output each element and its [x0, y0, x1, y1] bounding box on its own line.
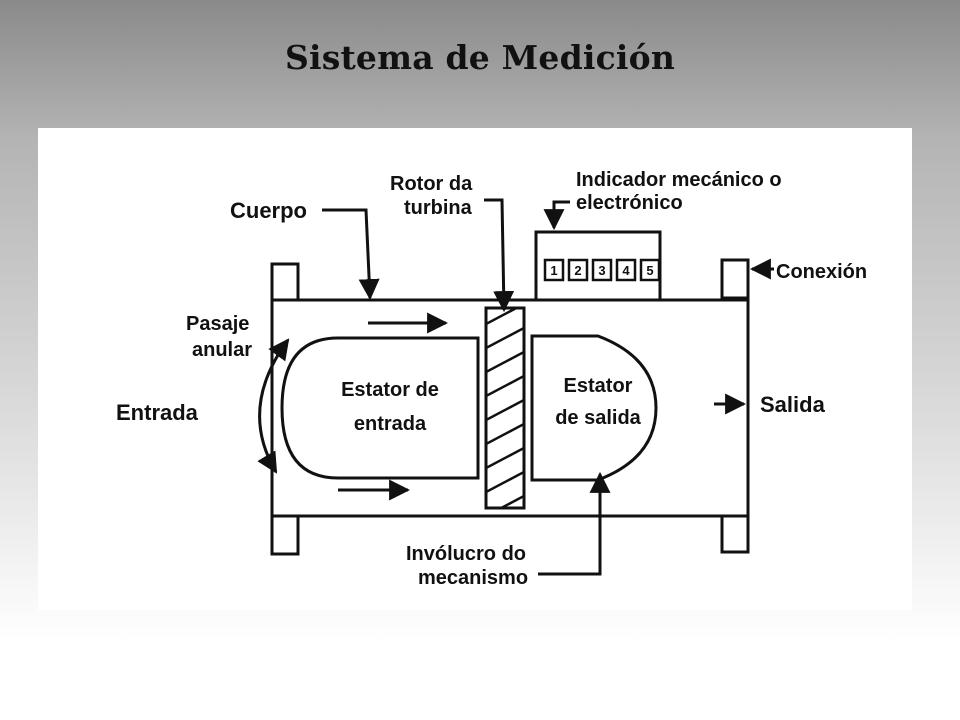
cuerpo-leader-arrow: [322, 208, 380, 301]
digit-box-2: [567, 258, 589, 282]
flange-bottom-left: [270, 512, 300, 556]
digit-3: 3: [598, 263, 605, 278]
label-involucro-line1: Invólucro do: [406, 543, 526, 565]
rotor-leader-arrow: [484, 198, 515, 313]
label-involucro-line2: mecanismo: [418, 567, 528, 589]
label-pasaje-line2: anular: [192, 339, 252, 361]
label-estator-entrada-line2: entrada: [354, 413, 427, 435]
label-indicador-line2: electrónico: [576, 192, 683, 214]
label-rotor-line2: turbina: [404, 197, 473, 219]
label-conexion: Conexión: [776, 261, 867, 283]
label-estator-salida-line2: de salida: [555, 407, 641, 429]
flange-bottom-right: [720, 512, 750, 554]
digit-box-5: [639, 258, 661, 282]
inlet-stator: [280, 336, 480, 480]
label-pasaje-line1: Pasaje: [186, 313, 249, 335]
flange-top-right: [720, 258, 750, 300]
label-entrada: Entrada: [116, 400, 199, 425]
label-rotor-line1: Rotor da: [390, 173, 473, 195]
indicator-digits: 1 2 3 4 5: [543, 258, 661, 282]
outlet-stator: [530, 334, 658, 482]
digit-box-3: [591, 258, 613, 282]
digit-2: 2: [574, 263, 581, 278]
rotor-hatching: [486, 308, 524, 508]
slide-title: Sistema de Medición: [284, 38, 676, 77]
digit-box-1: [543, 258, 565, 282]
label-estator-salida-line1: Estator: [564, 375, 633, 397]
meter-diagram: 1 2 3 4 5 Cuerpo Rotor da: [116, 169, 867, 589]
diagram-panel: 1 2 3 4 5 Cuerpo Rotor da: [38, 128, 912, 610]
digit-5: 5: [646, 263, 653, 278]
indicador-leader-arrow: [543, 200, 570, 231]
label-estator-entrada-line1: Estator de: [341, 379, 439, 401]
turbine-rotor: [484, 306, 526, 510]
digit-4: 4: [622, 263, 630, 278]
label-indicador-line1: Indicador mecánico o: [576, 169, 782, 191]
annular-passage-arrow: [257, 338, 290, 474]
label-cuerpo: Cuerpo: [230, 198, 307, 223]
involucro-leader-arrow: [538, 471, 611, 576]
flange-top-left: [270, 262, 300, 304]
digit-1: 1: [550, 263, 557, 278]
digit-box-4: [615, 258, 637, 282]
label-salida: Salida: [760, 392, 826, 417]
